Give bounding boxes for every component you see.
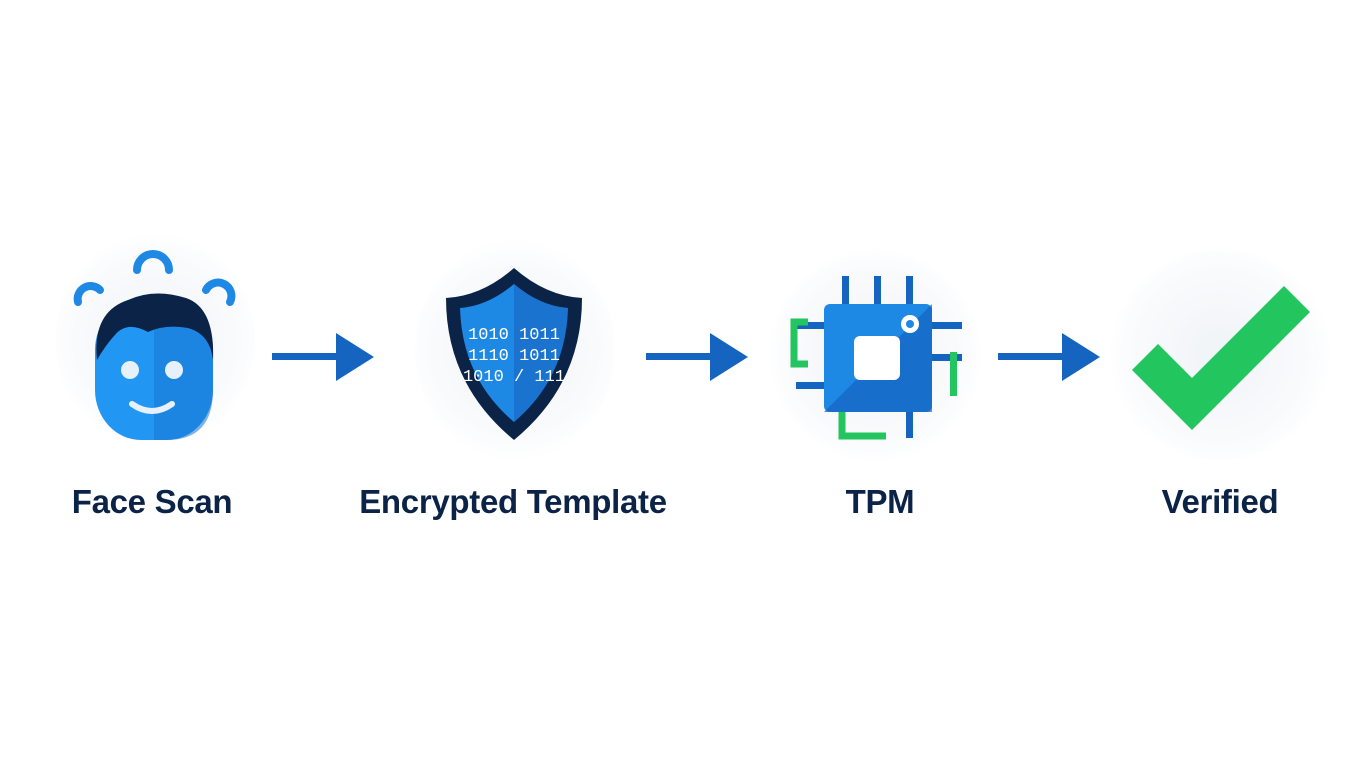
binary-line-2: 1110 1011 <box>468 347 560 366</box>
step-label-verified: Verified <box>1161 483 1279 520</box>
binary-line-3: 1010 / 111 <box>463 368 565 387</box>
step-label-face-scan: Face Scan <box>71 483 233 520</box>
tpm-chip-icon <box>790 276 962 440</box>
arrow-right-icon <box>998 333 1100 381</box>
face-scan-icon <box>73 250 236 440</box>
encrypted-shield-icon: 1010 1011 1110 1011 1010 / 111 <box>446 268 582 440</box>
arrow-right-icon <box>272 333 374 381</box>
step-label-tpm: TPM <box>845 483 915 520</box>
arrow-right-icon <box>646 333 748 381</box>
step-label-encrypted-template: Encrypted Template <box>359 483 667 520</box>
binary-line-1: 1010 1011 <box>468 326 560 345</box>
check-icon <box>1132 286 1310 430</box>
